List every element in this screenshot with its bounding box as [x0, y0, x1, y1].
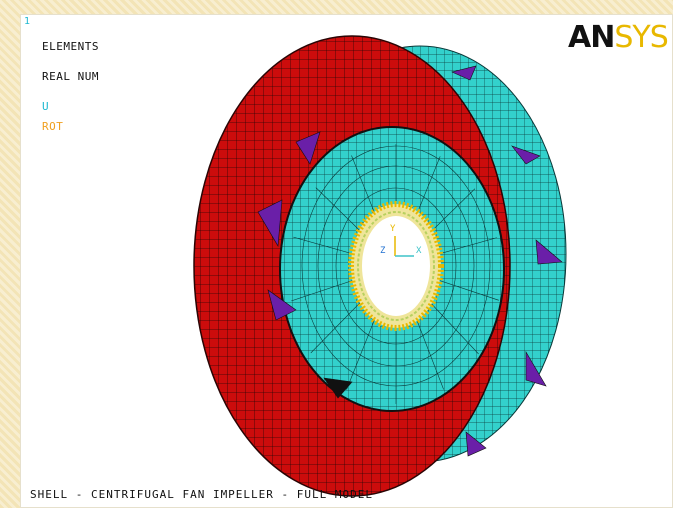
blade-tip — [535, 239, 563, 265]
legend-u: U — [42, 100, 50, 113]
triad-z-label: Z — [380, 246, 386, 256]
blade-tip — [511, 145, 541, 165]
legend-real-num: REAL NUM — [42, 70, 99, 83]
legend-elements: ELEMENTS — [42, 40, 99, 53]
model-title: SHELL - CENTRIFUGAL FAN IMPELLER - FULL … — [30, 488, 374, 501]
coordinate-triad — [394, 236, 414, 257]
blade-tip — [465, 431, 487, 457]
hub-hole — [362, 216, 430, 316]
triad-y-label: Y — [390, 224, 396, 234]
blade-tip — [451, 65, 477, 81]
inner-blade — [257, 199, 283, 247]
graphics-viewport[interactable]: 1 ELEMENTS REAL NUM U ROT Y Z X ANSYS SH… — [20, 14, 673, 508]
inner-blade — [323, 377, 353, 399]
hub-constraint-ring-inner — [357, 211, 435, 321]
legend-rot: ROT — [42, 120, 64, 133]
inner-blade — [295, 131, 321, 165]
ansys-logo: ANSYS — [568, 20, 669, 55]
blade-tip — [525, 350, 547, 387]
triad-x-label: X — [416, 246, 422, 256]
window-number: 1 — [24, 16, 31, 27]
impeller-model[interactable] — [20, 14, 673, 508]
inner-blade — [267, 289, 297, 321]
